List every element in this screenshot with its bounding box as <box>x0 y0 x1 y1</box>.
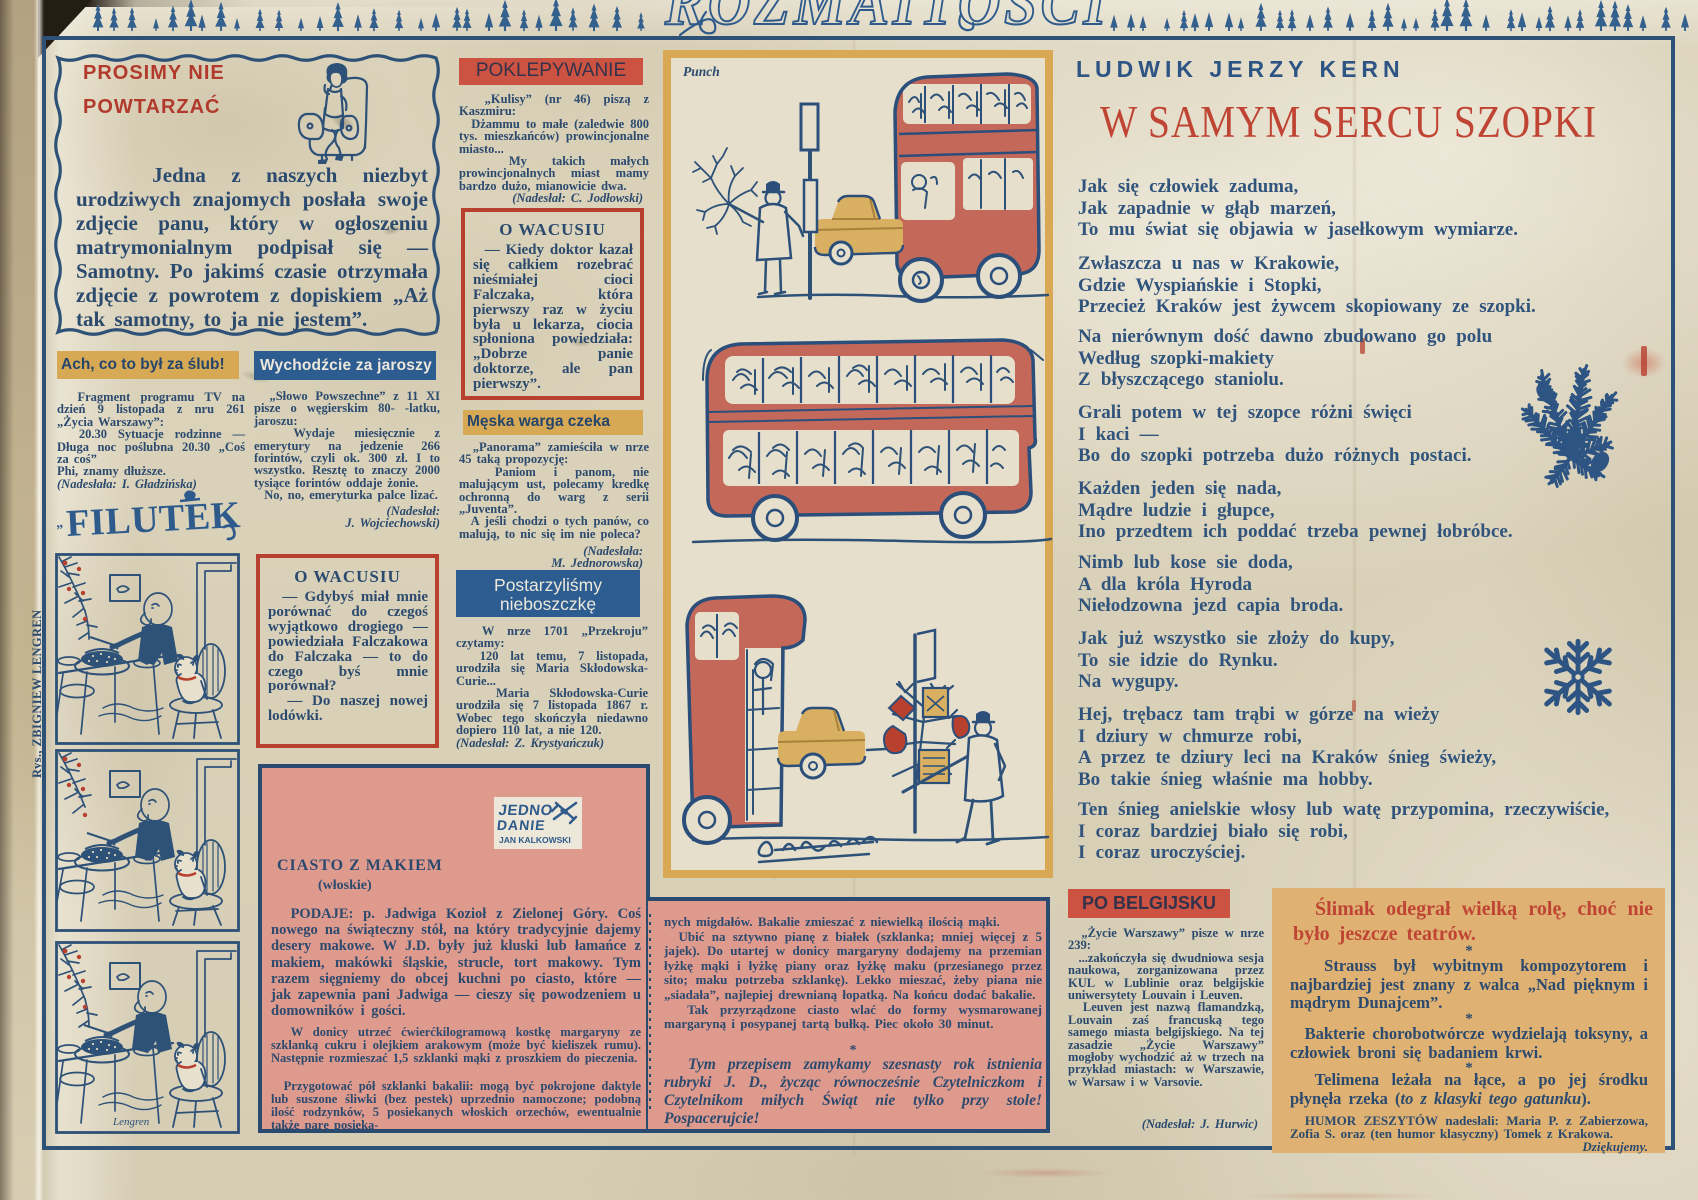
svg-text:Lengren: Lengren <box>112 1116 150 1128</box>
svg-text:„: „ <box>55 516 64 532</box>
svg-text:FILUTEK: FILUTEK <box>65 494 242 545</box>
svg-text:DANIE: DANIE <box>496 817 546 833</box>
svg-text:JAN KALKOWSKI: JAN KALKOWSKI <box>499 835 571 845</box>
svg-text:JEDNO: JEDNO <box>498 802 554 819</box>
